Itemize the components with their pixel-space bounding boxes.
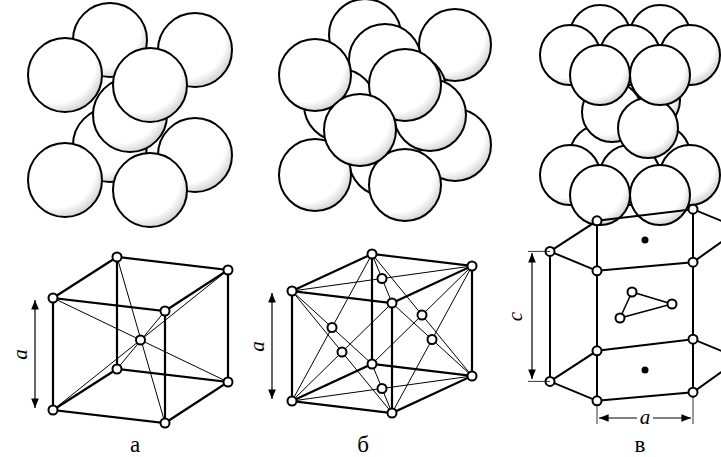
lattice-line-art	[550, 209, 721, 401]
lattice-line-art	[378, 384, 387, 393]
lattice-line-art	[288, 287, 297, 296]
lattice-line-art	[628, 288, 637, 297]
fcc-spheres	[279, 0, 491, 221]
lattice-line-art	[292, 254, 472, 413]
lattice-line-art	[593, 346, 602, 355]
lattice-line-art	[689, 335, 698, 344]
lattice-line-art	[113, 365, 122, 374]
lattice-line-art	[531, 253, 532, 379]
lattice-line-art	[668, 300, 677, 309]
lattice-line-art	[224, 266, 233, 275]
dimension-label: a	[9, 346, 32, 363]
lattice-line-art	[53, 257, 228, 423]
lattice-line-art	[49, 406, 58, 415]
lattice-line-art	[28, 38, 102, 112]
hcp-spheres	[540, 5, 720, 225]
lattice-line-art	[616, 314, 625, 323]
lattice-line-art	[642, 367, 649, 374]
lattice-line-art	[418, 311, 427, 320]
lattice-line-art	[378, 274, 387, 283]
hcp-cell	[528, 205, 721, 424]
lattice-line-art	[570, 45, 630, 105]
lattice-line-art	[53, 257, 228, 423]
lattice-line-art	[292, 364, 472, 413]
lattice-line-art	[630, 45, 690, 105]
lattice-line-art	[324, 94, 396, 166]
lattice-line-art	[53, 369, 228, 423]
lattice-line-art	[392, 266, 472, 413]
lattice-line-art	[689, 258, 698, 267]
lattice-line-art	[292, 254, 472, 413]
lattice-line-art	[570, 165, 630, 225]
lattice-line-art	[593, 396, 602, 405]
dimension-label: a	[637, 406, 654, 429]
lattice-line-art	[161, 307, 170, 316]
lattice-line-art	[136, 336, 145, 345]
lattice-line-art	[292, 291, 392, 413]
lattice-line-art	[288, 397, 297, 406]
lattice-line-art	[53, 257, 228, 423]
lattice-line-art	[388, 299, 397, 308]
lattice-line-art	[113, 253, 122, 262]
panel-caption: б	[354, 432, 372, 457]
lattice-line-art	[28, 143, 102, 217]
lattice-line-art	[368, 250, 377, 259]
lattice-line-art	[468, 262, 477, 271]
lattice-line-art	[49, 294, 58, 303]
bcc-spheres	[28, 3, 232, 227]
lattice-line-art	[292, 254, 472, 303]
lattice-line-art	[113, 153, 187, 227]
lattice-line-art	[368, 360, 377, 369]
lattice-line-art	[372, 254, 472, 376]
fcc-cell	[272, 250, 477, 418]
lattice-line-art	[271, 293, 272, 399]
lattice-line-art	[642, 237, 649, 244]
lattice-line-art	[292, 254, 372, 401]
lattice-line-art	[689, 388, 698, 397]
lattice-line-art	[550, 209, 721, 401]
lattice-line-art	[428, 335, 437, 344]
lattice-line-art	[34, 300, 35, 408]
lattice-line-art	[224, 378, 233, 387]
lattice-line-art	[388, 409, 397, 418]
lattice-line-art	[546, 205, 721, 406]
lattice-line-art	[161, 419, 170, 428]
lattice-line-art	[593, 266, 602, 275]
lattice-line-art	[642, 237, 649, 374]
lattice-line-art	[328, 323, 337, 332]
lattice-line-art	[49, 253, 233, 428]
dimension-label: a	[246, 338, 269, 355]
lattice-line-art	[550, 339, 721, 401]
bcc-cell	[35, 253, 233, 428]
dimension-label: c	[504, 308, 527, 323]
lattice-line-art	[528, 251, 550, 381]
lattice-line-art	[618, 98, 678, 158]
lattice-line-art	[113, 48, 187, 122]
panel-caption: а	[127, 432, 143, 457]
lattice-line-art	[292, 254, 472, 303]
lattice-line-art	[593, 216, 602, 225]
lattice-line-art	[53, 257, 228, 423]
lattice-line-art	[689, 205, 698, 214]
lattice-line-art	[292, 254, 472, 413]
lattice-line-art	[292, 364, 472, 413]
lattice-line-art	[468, 372, 477, 381]
lattice-line-art	[338, 348, 347, 357]
lattice-line-art	[620, 292, 672, 318]
lattice-line-art	[550, 209, 721, 271]
panel-caption: в	[632, 432, 649, 457]
lattice-line-art	[53, 257, 228, 311]
lattice-line-art	[288, 250, 477, 418]
